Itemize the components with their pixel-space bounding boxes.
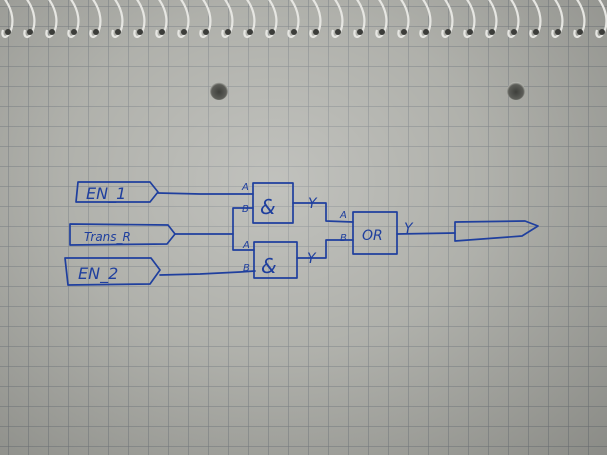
spiral-binding [0, 0, 607, 48]
spiral-hole [357, 29, 363, 35]
spiral-hole [49, 29, 55, 35]
spiral-hole [269, 29, 275, 35]
input-en1-shape [75, 181, 159, 203]
spiral-hole [93, 29, 99, 35]
or-gate: A B OR Y [339, 210, 414, 255]
and-gate-lower-pin-a: A [242, 240, 250, 251]
and-gate-lower-box [253, 241, 298, 279]
or-gate-symbol: OR [362, 228, 383, 244]
wire-trans-to-and1-b [174, 207, 254, 235]
spiral-hole [225, 29, 231, 35]
spiral-hole [159, 29, 165, 35]
and-gate-lower-pin-b: B [243, 263, 250, 274]
or-gate-output-label: Y [404, 221, 414, 237]
and-gate-upper-pin-a: A [241, 182, 249, 193]
spiral-hole [445, 29, 451, 35]
and-gate-upper-output-label: Y [308, 196, 318, 212]
spiral-hole [291, 29, 297, 35]
or-gate-pin-b: B [340, 233, 347, 244]
spiral-hole [5, 29, 11, 35]
input-trans-label: Trans_R [84, 230, 131, 244]
spiral-hole [27, 29, 33, 35]
input-trans-shape [69, 223, 176, 246]
spiral-hole [335, 29, 341, 35]
spiral-hole [137, 29, 143, 35]
input-trans: Trans_R [69, 223, 176, 246]
output-terminal [454, 220, 539, 242]
wire-and1-to-or-a [292, 202, 354, 223]
and-gate-upper-symbol: & [260, 195, 276, 219]
spiral-hole [115, 29, 121, 35]
wire-and2-to-or-b [296, 239, 354, 259]
spiral-hole [423, 29, 429, 35]
spiral-hole [247, 29, 253, 35]
input-en1-label: EN_1 [86, 184, 126, 204]
and-gate-upper-pin-b: B [242, 204, 249, 215]
spiral-coils [1, 0, 607, 39]
or-gate-box [352, 211, 398, 255]
wire-en2-to-and2-b [159, 270, 256, 276]
input-en1: EN_1 [75, 181, 159, 204]
spiral-hole [467, 29, 473, 35]
and-gate-upper: A B & Y [241, 182, 318, 224]
wire-or-to-output [396, 232, 456, 235]
spiral-hole [401, 29, 407, 35]
spiral-hole [181, 29, 187, 35]
input-en2-shape [64, 257, 161, 286]
spiral-hole [533, 29, 539, 35]
input-en2: EN_2 [64, 257, 161, 286]
or-gate-pin-a: A [339, 210, 347, 221]
spiral-hole [577, 29, 583, 35]
punch-hole-left [210, 82, 228, 100]
spiral-hole [379, 29, 385, 35]
spiral-hole [555, 29, 561, 35]
spiral-hole [489, 29, 495, 35]
wire-trans-to-and2-a [232, 233, 255, 251]
input-en2-label: EN_2 [78, 264, 118, 284]
and-gate-lower-symbol: & [261, 254, 277, 278]
spiral-hole [313, 29, 319, 35]
punch-hole-right [507, 82, 525, 100]
spiral-hole [71, 29, 77, 35]
wire-en1-to-and1-a [157, 192, 254, 195]
and-gate-lower-output-label: Y [307, 251, 317, 267]
spiral-hole [599, 29, 605, 35]
and-gate-lower: A B & Y [242, 240, 317, 279]
spiral-hole [511, 29, 517, 35]
spiral-hole [203, 29, 209, 35]
